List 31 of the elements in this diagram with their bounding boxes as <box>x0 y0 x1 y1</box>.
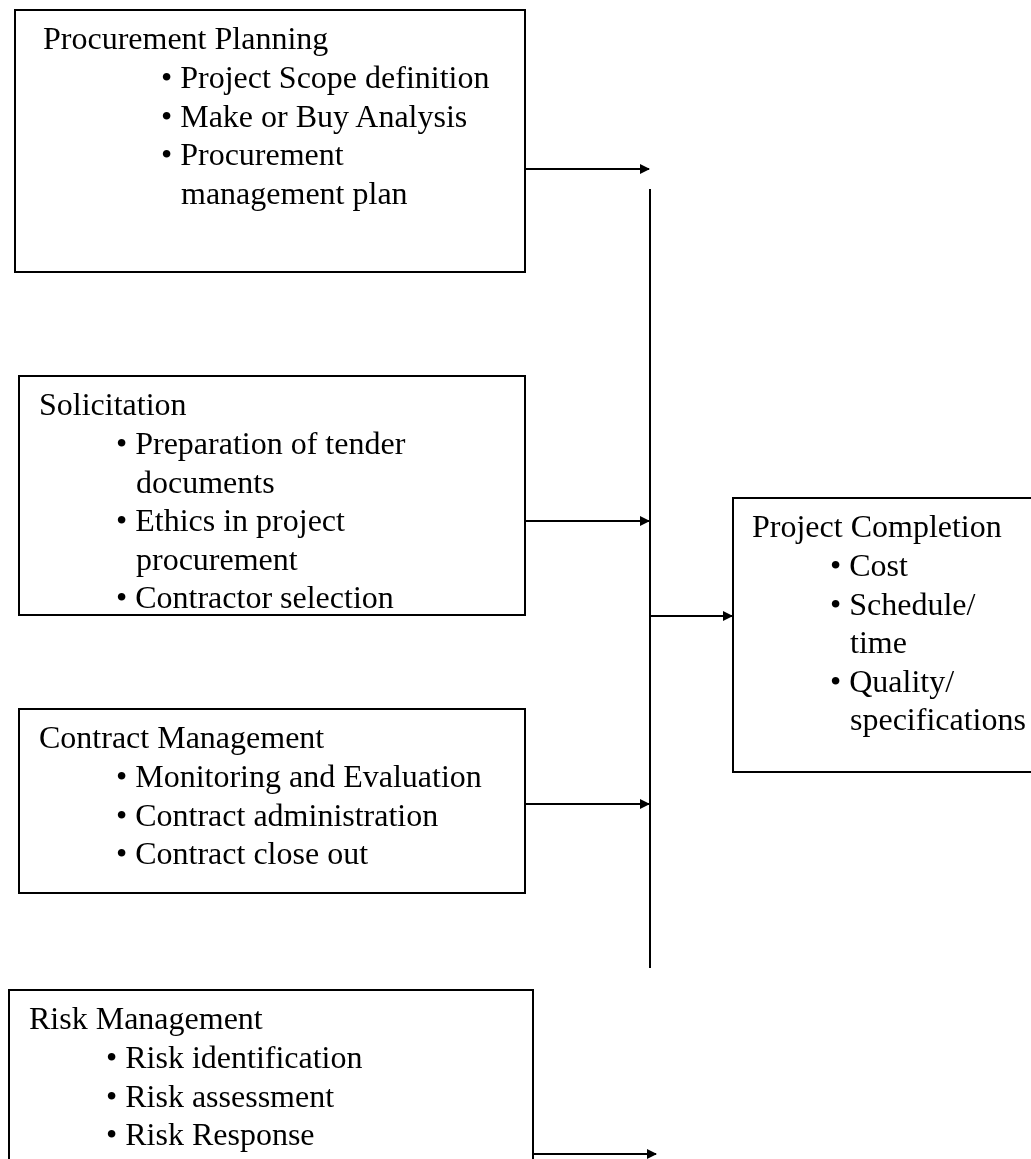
arrow <box>525 799 650 809</box>
bullet-item: • Make or Buy Analysis <box>161 96 469 135</box>
process-box <box>732 497 1031 773</box>
process-box <box>18 375 526 616</box>
arrow <box>650 611 733 621</box>
vertical-line <box>649 189 651 968</box>
bullet-item: • Quality/ specifications <box>830 661 1027 739</box>
bullet-item: • Risk identification <box>106 1038 364 1077</box>
bullet-item: • Procurement management plan <box>161 135 409 212</box>
arrow <box>533 1149 657 1159</box>
box-heading: Procurement Planning <box>43 19 329 58</box>
bullet-item: • Risk Response <box>106 1115 316 1154</box>
arrow <box>525 164 650 174</box>
box-heading: Risk Management <box>29 999 263 1038</box>
bullet-item: • Contractor selection <box>116 578 395 617</box>
bullet-item: • Monitoring and Evaluation <box>116 757 483 796</box>
bullet-item: • Ethics in project procurement <box>116 501 346 578</box>
process-box <box>14 9 526 273</box>
process-box <box>18 708 526 894</box>
box-heading: Solicitation <box>39 385 187 424</box>
bullet-item: • Contract close out <box>116 834 370 873</box>
bullet-item: • Project Scope definition <box>161 58 491 97</box>
box-heading: Contract Management <box>39 718 325 757</box>
process-box <box>8 989 534 1159</box>
bullet-item: • Contract administration <box>116 795 440 834</box>
box-heading: Project Completion <box>752 507 1002 546</box>
bullet-item: • Schedule/ time <box>830 584 977 662</box>
arrow <box>525 516 650 526</box>
bullet-item: • Risk assessment <box>106 1076 336 1115</box>
bullet-item: • Cost <box>830 546 909 585</box>
bullet-item: • Preparation of tender documents <box>116 424 407 501</box>
